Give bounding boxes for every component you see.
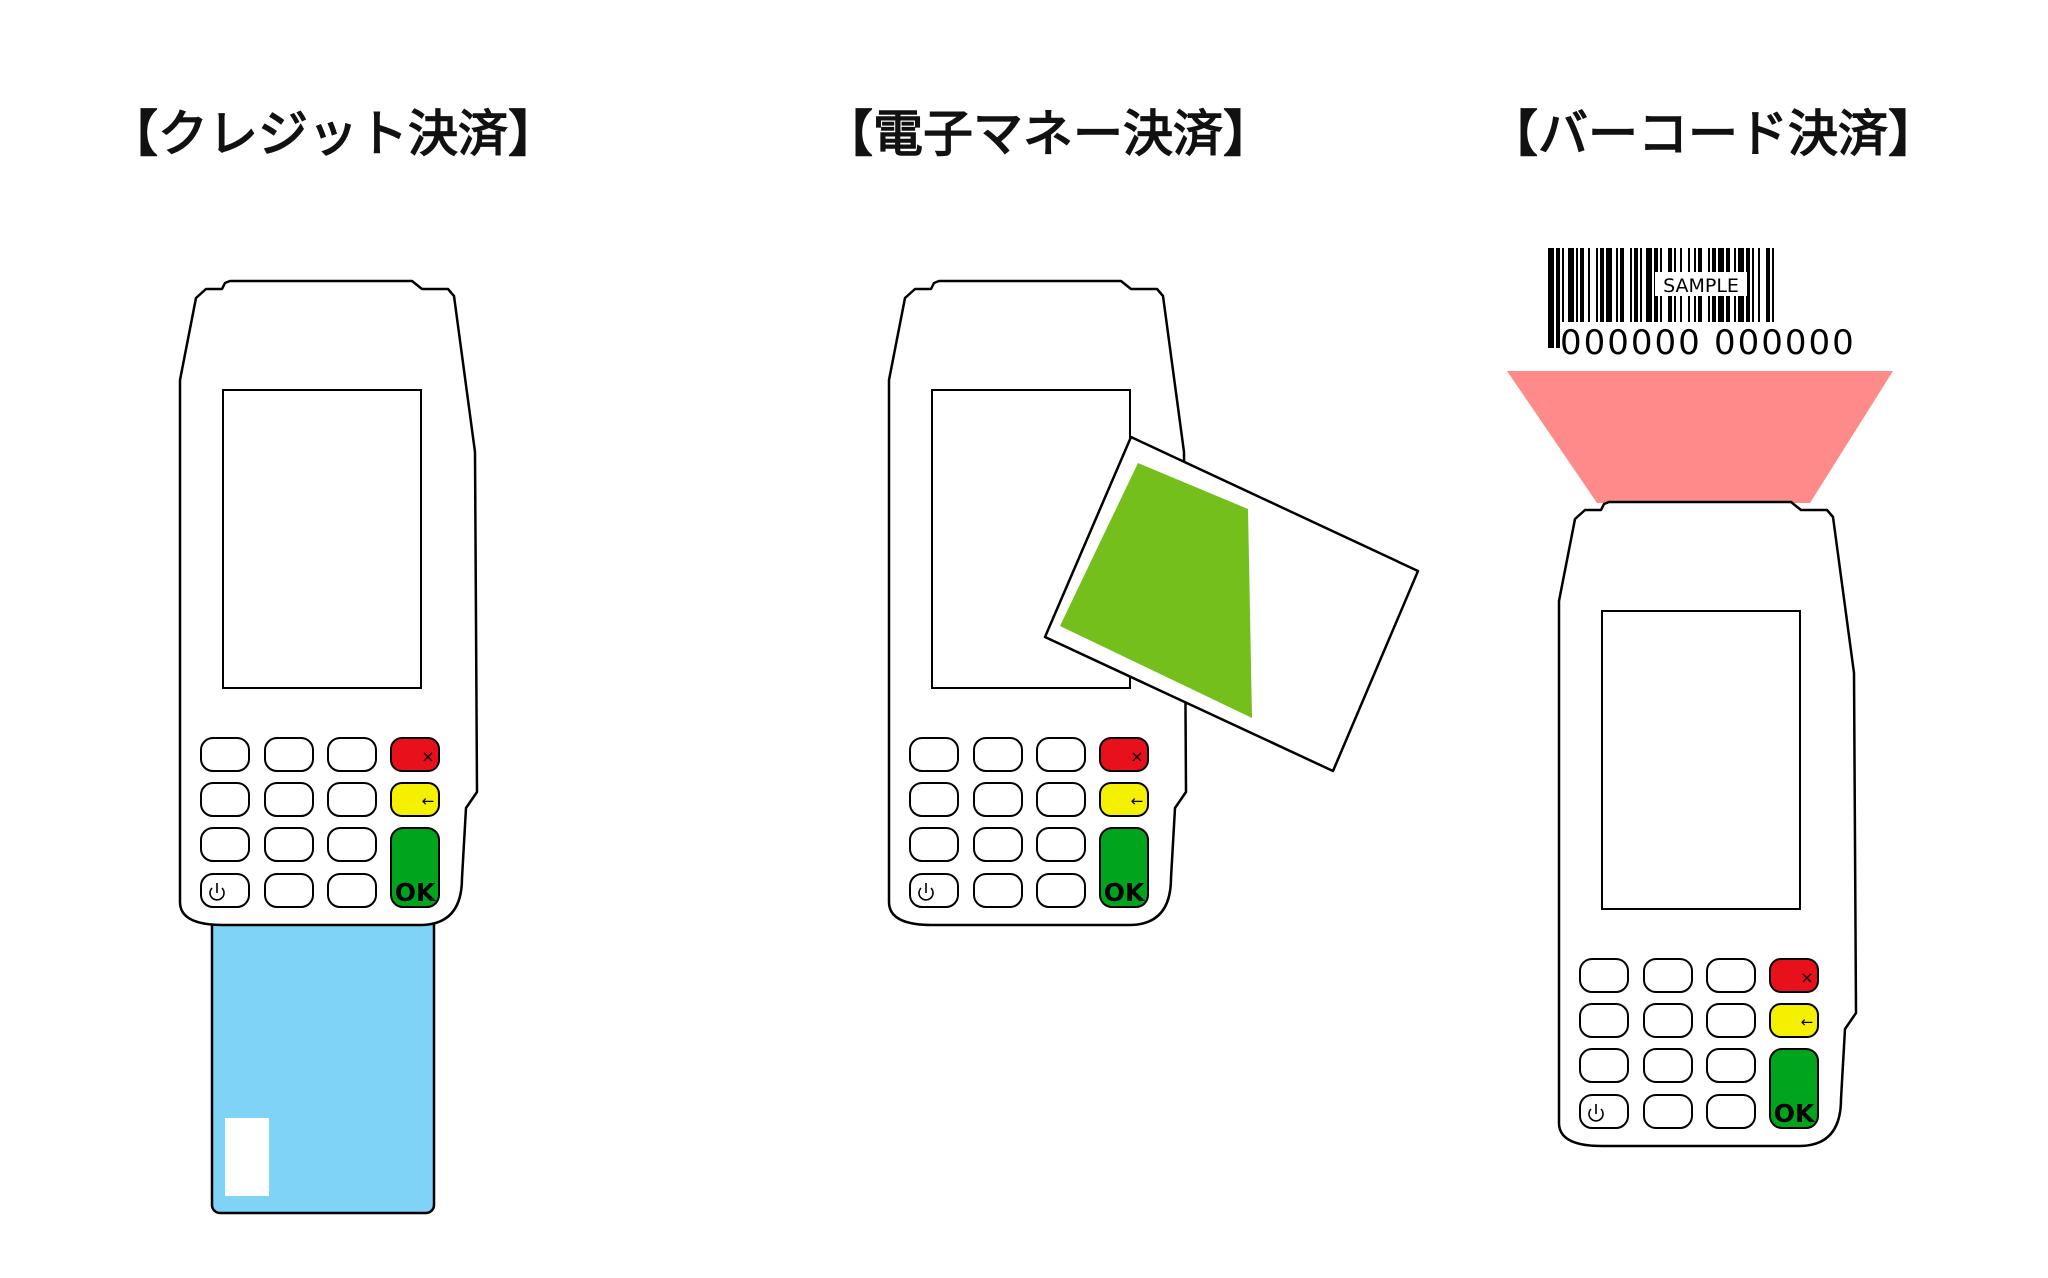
title-barcode: 【バーコード決済】 [1488, 105, 1938, 163]
number-key [264, 827, 314, 862]
emoney-card [1043, 435, 1420, 773]
number-key [200, 737, 250, 772]
cancel-key [1769, 958, 1819, 993]
keypad: × ← OK [200, 737, 440, 908]
number-key [973, 737, 1023, 772]
barcode-bar [1580, 248, 1584, 322]
power-icon [1588, 1108, 1604, 1122]
power-icon [918, 887, 934, 901]
number-key [1643, 1003, 1693, 1038]
barcode-bar [1548, 248, 1554, 348]
number-key [264, 873, 314, 908]
barcode-bar [1588, 248, 1590, 322]
back-arrow-icon: ← [422, 792, 435, 810]
number-key [327, 737, 377, 772]
back-arrow-icon: ← [1131, 792, 1144, 810]
number-key [909, 737, 959, 772]
back-key [390, 782, 440, 817]
ok-label: OK [395, 878, 437, 907]
barcode-bar [1600, 248, 1604, 322]
number-key [909, 827, 959, 862]
number-key [1036, 782, 1086, 817]
number-key [1579, 1003, 1629, 1038]
number-key [1036, 873, 1086, 908]
keypads: × ← OK × ← OK × ← OK [200, 737, 1819, 1129]
barcode-bar [1646, 248, 1652, 322]
number-key [1036, 737, 1086, 772]
keypad: × ← OK [1579, 958, 1819, 1129]
number-key [264, 737, 314, 772]
back-key [1769, 1003, 1819, 1038]
barcode-bar [1630, 248, 1632, 322]
barcode-bar [1620, 248, 1624, 322]
number-key [200, 782, 250, 817]
terminal-screen [1601, 610, 1801, 910]
barcode-number-right: 000000 [1714, 323, 1856, 363]
barcode-bar [1556, 248, 1560, 348]
number-key [327, 827, 377, 862]
barcode-bar [1752, 248, 1754, 322]
number-key [1579, 958, 1629, 993]
number-key [909, 782, 959, 817]
barcode-bar [1640, 248, 1642, 322]
number-key [1643, 1094, 1693, 1129]
barcode-bar [1562, 248, 1564, 322]
number-key [1706, 958, 1756, 993]
back-arrow-icon: ← [1801, 1013, 1814, 1031]
ok-label: OK [1774, 1099, 1816, 1128]
cancel-key [1099, 737, 1149, 772]
barcode-number-left: 000000 [1560, 323, 1702, 363]
credit-card-label [225, 1118, 269, 1196]
barcode-bar [1568, 248, 1574, 322]
barcode-bar [1772, 248, 1774, 322]
number-key [1579, 1048, 1629, 1083]
number-key [973, 873, 1023, 908]
barcode-bar [1766, 248, 1770, 322]
credit-card [210, 903, 436, 1215]
number-key [1036, 827, 1086, 862]
power-icon [209, 887, 225, 901]
ok-key [390, 827, 440, 908]
barcode-bar [1758, 248, 1760, 322]
barcode-bar [1606, 248, 1612, 322]
barcode-label: SAMPLE 000000 000000 [1548, 248, 1856, 363]
title-emoney: 【電子マネー決済】 [823, 105, 1273, 163]
number-key [1643, 1048, 1693, 1083]
barcode-bar [1576, 248, 1578, 322]
number-key [200, 827, 250, 862]
keypad: × ← OK [909, 737, 1149, 908]
terminal-credit [178, 279, 479, 1215]
cancel-icon: × [1800, 968, 1813, 987]
barcode-bar [1634, 248, 1638, 322]
barcode-sample-text: SAMPLE [1663, 275, 1739, 297]
power-key [909, 873, 959, 908]
barcode-bar [1746, 248, 1750, 322]
back-key [1099, 782, 1149, 817]
barcode-bar [1596, 248, 1598, 322]
barcode-sample-box [1655, 272, 1747, 296]
power-key [200, 873, 250, 908]
number-key [327, 873, 377, 908]
cancel-icon: × [1130, 747, 1143, 766]
ok-key [1099, 827, 1149, 908]
title-credit: 【クレジット決済】 [108, 105, 558, 163]
ok-label: OK [1104, 878, 1146, 907]
number-key [973, 827, 1023, 862]
number-key [1706, 1094, 1756, 1129]
emoney-card-band [1060, 463, 1252, 718]
cancel-icon: × [421, 747, 434, 766]
number-key [264, 782, 314, 817]
number-key [1706, 1048, 1756, 1083]
number-key [1706, 1003, 1756, 1038]
barcode-bar [1616, 248, 1618, 322]
cancel-key [390, 737, 440, 772]
number-key [973, 782, 1023, 817]
number-key [1643, 958, 1693, 993]
number-key [327, 782, 377, 817]
ok-key [1769, 1048, 1819, 1129]
power-key [1579, 1094, 1629, 1129]
scan-beam [1507, 371, 1893, 503]
terminal-screen [222, 389, 422, 689]
